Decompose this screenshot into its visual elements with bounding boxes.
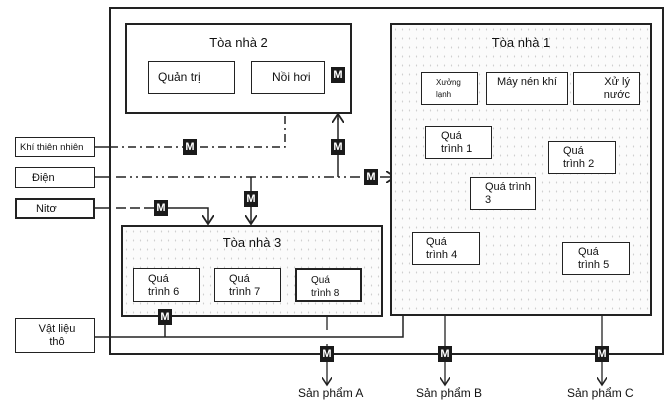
- process-4: Quá trình 4: [412, 232, 480, 265]
- process-6: Quá trình 6: [133, 268, 200, 302]
- input-electricity: Điện: [15, 167, 95, 188]
- unit-management-label: Quản trị: [158, 70, 201, 84]
- meter-product-b: M: [438, 346, 452, 362]
- utility-water-treatment: Xử lý nước: [573, 72, 640, 105]
- product-a-label: Sản phẩm A: [298, 386, 364, 400]
- building-1: Tòa nhà 1 Xưởng lạnh Máy nén khí Xử lý n…: [390, 23, 652, 316]
- input-nitrogen-label: Nitơ: [36, 203, 57, 215]
- input-nitrogen: Nitơ: [15, 198, 95, 219]
- utility-water-treatment-label: Xử lý nước: [603, 76, 630, 101]
- product-c-label: Sản phẩm C: [567, 386, 634, 400]
- process-3-label: Quá trình 3: [485, 181, 531, 206]
- product-b-label: Sản phẩm B: [416, 386, 483, 400]
- input-natural-gas: Khí thiên nhiên: [15, 137, 95, 157]
- meter-nitrogen: M: [154, 200, 168, 216]
- building-3: Tòa nhà 3 Quá trình 6 Quá trình 7 Quá tr…: [121, 225, 383, 317]
- meter-electric-building-3: M: [244, 191, 258, 207]
- process-4-label: Quá trình 4: [426, 236, 458, 261]
- unit-boiler: Nồi hơi: [251, 61, 325, 94]
- process-1-label: Quá trình 1: [441, 130, 473, 155]
- building-2: Tòa nhà 2 Quản trị Nồi hơi: [125, 23, 352, 114]
- building-3-title: Tòa nhà 3: [222, 235, 282, 250]
- plant-boundary: [109, 7, 664, 355]
- process-5-label: Quá trình 5: [578, 246, 610, 271]
- utility-chiller: Xưởng lạnh: [421, 72, 478, 105]
- gas-line: [110, 115, 286, 148]
- building-2-title: Tòa nhà 2: [209, 35, 268, 50]
- process-8: Quá trình 8: [295, 268, 362, 302]
- meter-boiler: M: [331, 67, 345, 83]
- process-7: Quá trình 7: [214, 268, 281, 302]
- meter-boiler-electric: M: [331, 139, 345, 155]
- meter-product-a: M: [320, 346, 334, 362]
- meter-electric-building-1: M: [364, 169, 378, 185]
- input-raw-material-label: Vật liệu thô: [38, 323, 76, 348]
- process-3: Quá trình 3: [470, 177, 536, 210]
- utility-compressor: Máy nén khí: [486, 72, 568, 105]
- process-2: Quá trình 2: [548, 141, 616, 174]
- process-8-label: Quá trình 8: [311, 275, 340, 299]
- utility-compressor-label: Máy nén khí: [497, 76, 557, 88]
- unit-management: Quản trị: [148, 61, 235, 94]
- building-1-title: Tòa nhà 1: [491, 35, 551, 50]
- process-1: Quá trình 1: [425, 126, 492, 159]
- utility-chiller-label: Xưởng lạnh: [436, 78, 461, 99]
- process-5: Quá trình 5: [562, 242, 630, 275]
- unit-boiler-label: Nồi hơi: [272, 70, 311, 84]
- meter-raw-material: M: [158, 309, 172, 325]
- process-7-label: Quá trình 7: [229, 273, 261, 298]
- input-raw-material: Vật liệu thô: [15, 318, 95, 353]
- process-6-label: Quá trình 6: [148, 273, 180, 298]
- meter-natural-gas: M: [183, 139, 197, 155]
- input-natural-gas-label: Khí thiên nhiên: [20, 142, 84, 153]
- input-electricity-label: Điện: [32, 172, 55, 184]
- process-2-label: Quá trình 2: [563, 145, 595, 170]
- meter-product-c: M: [595, 346, 609, 362]
